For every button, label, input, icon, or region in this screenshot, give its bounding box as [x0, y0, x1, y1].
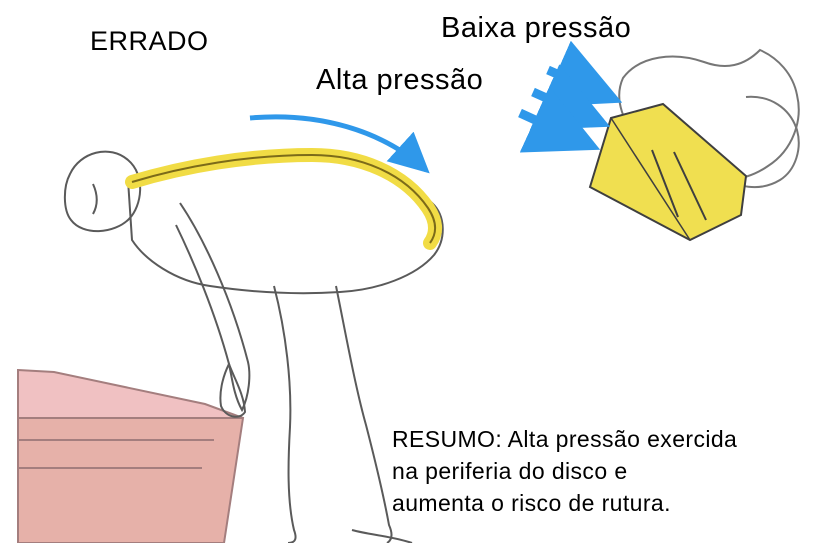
disc-segment — [610, 117, 691, 241]
head — [63, 150, 142, 233]
box-front — [17, 417, 245, 543]
low-pressure-label: Baixa pressão — [441, 12, 632, 44]
high-pressure-label: Alta pressão — [316, 64, 484, 96]
back-leg — [335, 285, 393, 543]
arm — [175, 202, 251, 413]
disc-segment — [651, 149, 679, 218]
disc-block — [588, 102, 748, 242]
summary-line-3: aumenta o risco de rutura. — [392, 490, 671, 516]
pressure-arrow — [529, 64, 611, 131]
spine — [125, 147, 442, 250]
summary-line-1: RESUMO: Alta pressão exercida — [392, 426, 738, 452]
box-illustration — [17, 368, 245, 543]
shoe — [351, 529, 413, 543]
pressure-arrow — [518, 87, 601, 153]
box-top — [17, 368, 244, 419]
ear — [92, 183, 98, 215]
hand — [219, 361, 247, 418]
disc-segment — [673, 151, 707, 221]
spine-outline — [131, 153, 436, 244]
diagram-title: ERRADO — [90, 26, 209, 56]
pressure-arrow — [541, 40, 623, 107]
summary-note: RESUMO: Alta pressão exercida na perifer… — [392, 423, 817, 519]
pressure-arrows — [518, 40, 623, 153]
curved-arrow — [249, 114, 430, 174]
summary-line-2: na periferia do disco e — [392, 458, 628, 484]
bent-person-illustration — [63, 150, 444, 543]
disc-diagram — [588, 48, 800, 242]
lower-vertebra — [721, 95, 800, 189]
front-leg — [273, 285, 297, 543]
